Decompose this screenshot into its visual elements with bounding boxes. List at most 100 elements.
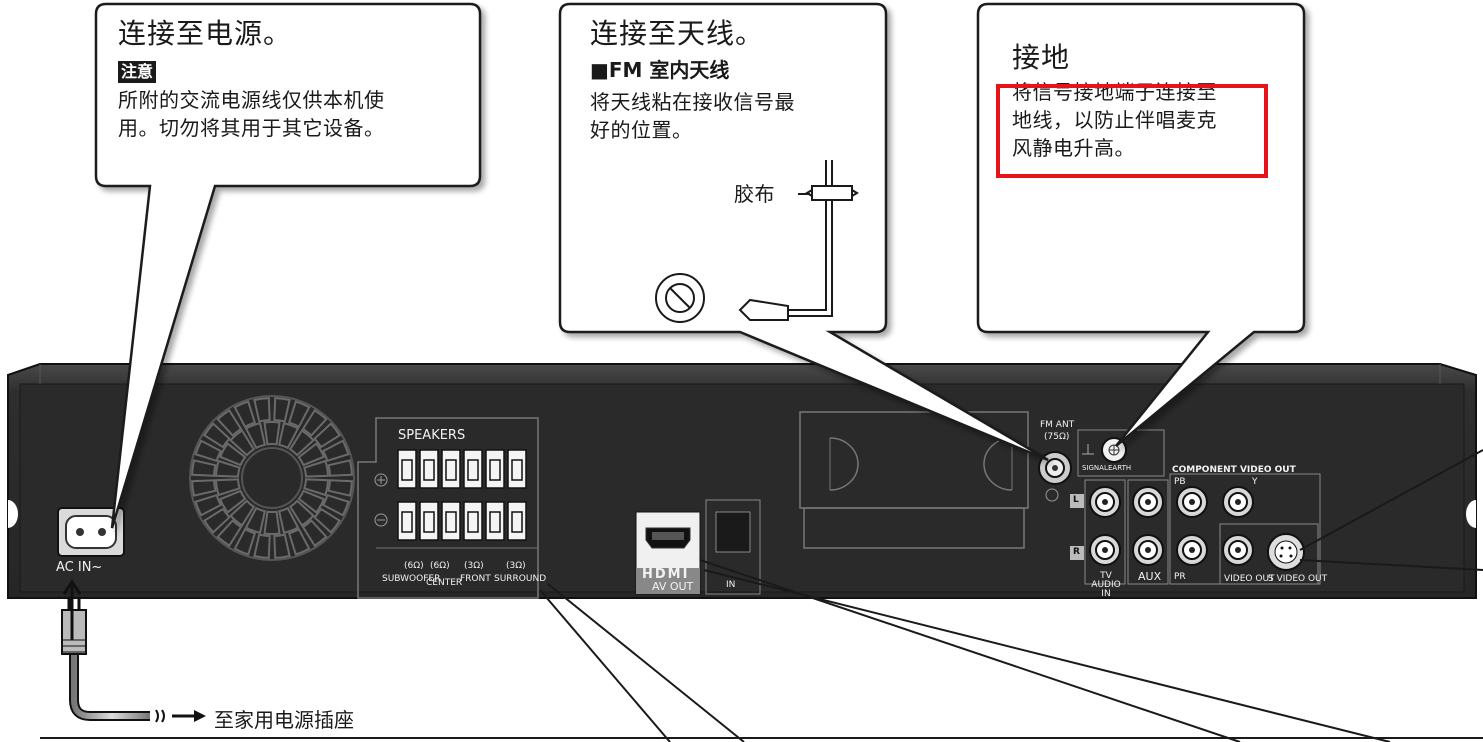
fan-segment	[191, 459, 217, 477]
speakers-label: SPEAKERS	[398, 428, 466, 443]
callout-power-box	[94, 2, 482, 529]
fan-segment	[214, 478, 241, 497]
fan-segment	[278, 506, 300, 534]
hdmi-port-block	[635, 499, 761, 595]
fan-segment	[327, 479, 353, 497]
component-frames	[1070, 473, 1321, 585]
fan-segment	[203, 507, 231, 534]
callout-power-text: 连接至电源。 注意 所附的交流电源线仅供本机使 用。切勿将其用于其它设备。	[118, 20, 468, 142]
speaker-terminal-slot	[423, 511, 435, 533]
callout-antenna-text: 连接至天线。 ■FM 室内天线 将天线粘在接收信号最 好的位置。	[590, 20, 870, 144]
tape-label: 胶布	[734, 182, 775, 206]
callout-ground-title: 接地	[1012, 41, 1071, 74]
fm-ohm-label: (75Ω)	[1044, 432, 1070, 442]
aux-label: AUX	[1138, 570, 1162, 583]
speaker-terminal-block	[357, 417, 539, 599]
fan-segment	[229, 499, 256, 527]
speaker-terminal-slot	[401, 459, 413, 481]
ground-highlight-box	[996, 84, 1268, 178]
rca-jack-grid	[1089, 486, 1254, 566]
subwoofer-label: SUBWOOFER	[382, 574, 441, 584]
rca-jack-pin	[1145, 499, 1151, 505]
rca-jack-pin	[1102, 499, 1108, 505]
callout-antenna-line-2: 好的位置。	[590, 118, 693, 142]
fan-segment	[233, 527, 257, 556]
speaker-terminal	[419, 501, 439, 541]
speaker-terminal-slot	[401, 511, 413, 533]
fan-segment	[313, 507, 341, 534]
fan-segment	[287, 400, 311, 429]
fan-segment	[273, 397, 291, 423]
speaker-terminal	[463, 501, 483, 541]
fan-segment	[287, 527, 311, 556]
fan-segment	[216, 519, 243, 547]
surround-label: SURROUND	[494, 574, 547, 584]
speaker-terminal	[397, 501, 417, 541]
r-label: R	[1073, 547, 1080, 557]
ac-inlet	[57, 507, 125, 557]
y-label: Y	[1252, 477, 1258, 487]
fan-segment	[313, 422, 341, 449]
rca-jack-pin	[1235, 547, 1241, 553]
fan-segment	[218, 442, 247, 467]
fm-ant-label: FM ANT	[1040, 420, 1075, 430]
callout-power-line-1: 所附的交流电源线仅供本机使	[118, 88, 385, 112]
av-out-label: AV OUT	[652, 580, 694, 593]
caution-badge: 注意	[118, 61, 157, 83]
fan-segment	[303, 478, 330, 497]
ohm-3-front: (3Ω)	[464, 561, 484, 571]
speaker-terminal-slot	[511, 459, 523, 481]
fan-segment	[297, 489, 326, 514]
callout-power-title: 连接至电源。	[118, 17, 293, 50]
rca-jack-pin	[1102, 547, 1108, 553]
power-cord	[61, 598, 206, 723]
fan-segment	[216, 409, 243, 437]
speaker-terminal	[463, 449, 483, 489]
l-label: L	[1073, 495, 1079, 505]
callout-leader-lines	[539, 449, 1483, 742]
speaker-terminal-slot	[423, 459, 435, 481]
fan-segment	[288, 499, 315, 527]
speaker-terminal-slot	[511, 511, 523, 533]
fan-segment	[194, 493, 223, 517]
fan-segment	[194, 439, 223, 463]
ohm-6-sub: (6Ω)	[404, 561, 424, 571]
fan-segment	[278, 422, 300, 450]
ohm-3-surround: (3Ω)	[506, 561, 526, 571]
fan-segment	[273, 533, 291, 559]
speaker-terminal	[507, 449, 527, 489]
fan-segment	[321, 493, 350, 517]
s-video-out-label: S VIDEO OUT	[1268, 574, 1328, 584]
pr-label: PR	[1174, 572, 1186, 582]
front-label: FRONT	[460, 574, 491, 584]
speaker-terminal	[485, 449, 505, 489]
speaker-terminal-slot	[467, 459, 479, 481]
speaker-terminal-slot	[467, 511, 479, 533]
speaker-terminal	[441, 449, 461, 489]
fan-segment	[191, 479, 217, 497]
tv-audio-in-label: TV AUDIO IN	[1091, 571, 1121, 599]
earth-label: EARTH	[1108, 464, 1132, 472]
rca-jack-pin	[1235, 499, 1241, 505]
component-video-out-label: COMPONENT VIDEO OUT	[1172, 465, 1296, 475]
fan-segment	[214, 459, 241, 478]
pb-label: PB	[1174, 477, 1186, 487]
callout-antenna-subheading: ■FM 室内天线	[590, 58, 730, 82]
speaker-terminal-slot	[445, 511, 457, 533]
callout-ground-line-2: 地线，以防止伴唱麦克	[1012, 108, 1217, 132]
fan-segment	[244, 422, 266, 450]
center-label: CENTER	[426, 578, 463, 588]
callout-antenna-title: 连接至天线。	[590, 17, 765, 50]
speaker-terminal	[397, 449, 417, 489]
fan-segment	[253, 533, 271, 559]
s-video-port	[1267, 533, 1305, 571]
fan-segment	[288, 429, 315, 457]
fan-segment	[233, 400, 257, 429]
fan-segment	[244, 506, 266, 534]
fan-segment	[321, 439, 350, 463]
fan-segment	[218, 489, 247, 514]
callout-ground-box	[976, 2, 1306, 447]
callout-antenna-box	[558, 2, 1049, 462]
speaker-terminal	[419, 449, 439, 489]
